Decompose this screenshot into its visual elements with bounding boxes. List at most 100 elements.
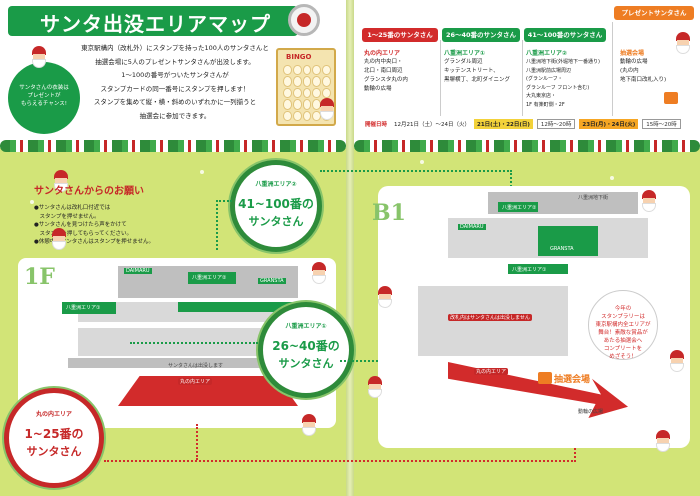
area-body-yaesu1: グランダル周辺 キッテンストリート、 黒塀横丁、北町ダイニング (444, 58, 510, 85)
gift-icon (664, 92, 678, 104)
slot2-days: 23日(月)・24日(火) (579, 119, 639, 129)
plaza-label: 動輪の広場 (578, 409, 604, 415)
dates-label: 開催日時 (362, 120, 391, 128)
wreath-who: サンタさん (278, 357, 334, 370)
area-line: 八重洲地下街(外堀地下一番通り) (526, 59, 600, 65)
notice-line: ●サンタさんは改札口付近では (34, 205, 111, 211)
holly-border-right (354, 140, 700, 152)
area-body-lottery: 動輪の広場 (丸の内 地下南口改札入り) (620, 58, 666, 85)
bubble-line: 舞台！素敵な賞品が (598, 330, 648, 336)
ornament-icon (288, 4, 320, 36)
area-line: (グランルーフ・ (526, 76, 563, 82)
page-title: サンタ出没エリアマップ (40, 12, 271, 36)
notice-line: ●サンタさんを見つけたら声をかけて (34, 222, 127, 228)
area-line: グランダル周辺 (444, 59, 483, 65)
notice-line: スタンプを押せません。 (34, 213, 100, 220)
snow-dot (30, 200, 34, 204)
area-line: グランスタ丸の内 (364, 77, 408, 83)
wreath-26-40: 八重洲エリア① 26~40番の サンタさん (258, 302, 354, 398)
intro-line: 東京駅構内（改札外）にスタンプを持った100人のサンタさんと (81, 44, 269, 52)
area-title-marunouchi: 丸の内エリア (364, 50, 401, 57)
area-line: グランルーフ フロント含む) (526, 84, 590, 91)
route-arrow (216, 200, 232, 250)
bingo-title: BINGO (286, 53, 312, 61)
route-arrow (574, 440, 576, 462)
slot1-days: 21日(土)・22日(日) (474, 119, 533, 129)
route-arrow (196, 424, 198, 460)
category-26-40: 26〜40番のサンタさん (442, 28, 520, 42)
notice-line: ●休憩中のサンタさんはスタンプを押せません。 (34, 239, 154, 245)
ticket-note: 改札内はサンタさんは出没しません (448, 314, 532, 321)
category-41-100: 41〜100番のサンタさん (524, 28, 606, 42)
column-divider (522, 40, 523, 116)
lottery-venue-label: 抽選会場 (554, 375, 591, 385)
snow-dot (200, 170, 204, 174)
yaesu1-label: 八重洲エリア① (64, 304, 103, 311)
gransta-label: GRANSTA (548, 246, 576, 252)
snow-dot (610, 176, 614, 180)
bubble-line: あたる抽選会へ (603, 338, 643, 344)
building-block (418, 286, 568, 356)
santa-icon (300, 414, 318, 436)
santa-icon (654, 430, 672, 452)
area-body-marunouchi: 丸の内中央口・ 北口・南口周辺 グランスタ丸の内 動輪の広場 (364, 58, 408, 94)
map-hint: サンタさんは出没します (168, 363, 224, 369)
intro-line: スタンプカードの同一番号にスタンプを押します！ (100, 84, 250, 93)
bubble-line: サンタさんの衣装は (19, 85, 69, 91)
gift-icon (538, 372, 552, 384)
area-line: 動輪の広場 (620, 59, 648, 65)
yaesu2-label: 八重洲エリア② (190, 274, 229, 281)
wreath-area: 八重洲エリア① (285, 323, 327, 330)
area-line: 動輪の広場 (364, 86, 392, 92)
bingo-card: BINGO (276, 48, 336, 126)
title-banner (8, 6, 298, 36)
area-line: 大丸東京店・ (526, 93, 557, 99)
wreath-41-100: 八重洲エリア② 41~100番の サンタさん (230, 160, 322, 252)
wreath-1-25: 丸の内エリア 1~25番の サンタさん (4, 388, 104, 488)
santa-icon (50, 228, 68, 250)
wreath-range: 1~25番の (24, 427, 84, 441)
info-bubble: 今年の スタンプラリーは 東京駅構内全エリアが 舞台！素敵な賞品が あたる抽選会… (588, 290, 658, 360)
wreath-who: サンタさん (248, 215, 304, 228)
route-arrow (320, 170, 512, 190)
floor-label-1f: 1F (24, 264, 55, 290)
bubble-line: プレゼントが (27, 93, 61, 99)
yaesu2-area (178, 302, 318, 312)
category-present: プレゼントサンタさん (614, 6, 694, 20)
santa-icon (376, 286, 394, 308)
area-title-yaesu2: 八重洲エリア② (526, 50, 568, 57)
marunouchi-label: 丸の内エリア (474, 368, 509, 375)
santa-icon (668, 350, 686, 372)
wreath-area: 八重洲エリア② (255, 181, 297, 188)
bubble-line: 東京駅構内全エリアが (595, 322, 651, 328)
area-title-lottery: 抽選会場 (620, 50, 645, 57)
route-arrow (104, 460, 576, 462)
yaesu1-label: 八重洲エリア① (510, 266, 549, 273)
santa-icon (30, 46, 48, 68)
yaesu2-label: 八重洲エリア② (500, 204, 539, 211)
bubble-line: もらえるチャンス! (21, 101, 67, 107)
area-line: 黒塀横丁、北町ダイニング (444, 77, 511, 83)
bubble-line: めざそう！ (609, 354, 637, 360)
wreath-range: 26~40番の (272, 339, 340, 353)
area-line: 地下南口改札入り) (620, 77, 667, 83)
route-arrow (130, 342, 258, 344)
area-body-yaesu2: 八重洲地下街(外堀地下一番通り) 八重洲駅前広場周辺 (グランルーフ・ グランル… (526, 58, 600, 109)
area-title-yaesu1: 八重洲エリア① (444, 50, 486, 57)
bubble-line: コンプリートを (603, 346, 643, 352)
intro-text: 東京駅構内（改札外）にスタンプを持った100人のサンタさんと 抽選会場に5人のプ… (80, 42, 270, 123)
notice-heading: サンタさんからのお願い (34, 186, 144, 197)
gate-label: 八重洲地下街 (578, 195, 609, 201)
costume-bubble: サンタさんの衣装は プレゼントが もらえるチャンス! (8, 62, 80, 134)
santa-icon (52, 170, 70, 192)
slot2-time: 15時〜20時 (642, 119, 681, 129)
area-line: 丸の内中央口・ (364, 59, 403, 65)
bubble-line: 今年の (614, 306, 632, 312)
area-line: 八重洲駅前広場周辺 (526, 67, 572, 74)
intro-line: スタンプを集めて縦・横・斜めのいずれかに一列揃うと (93, 98, 257, 106)
gransta-label: GRANSTA (258, 278, 286, 284)
santa-icon (310, 262, 328, 284)
intro-line: 1〜100の番号がついたサンタさんが (121, 71, 229, 79)
intro-line: 抽選会に参加できます。 (139, 111, 211, 120)
